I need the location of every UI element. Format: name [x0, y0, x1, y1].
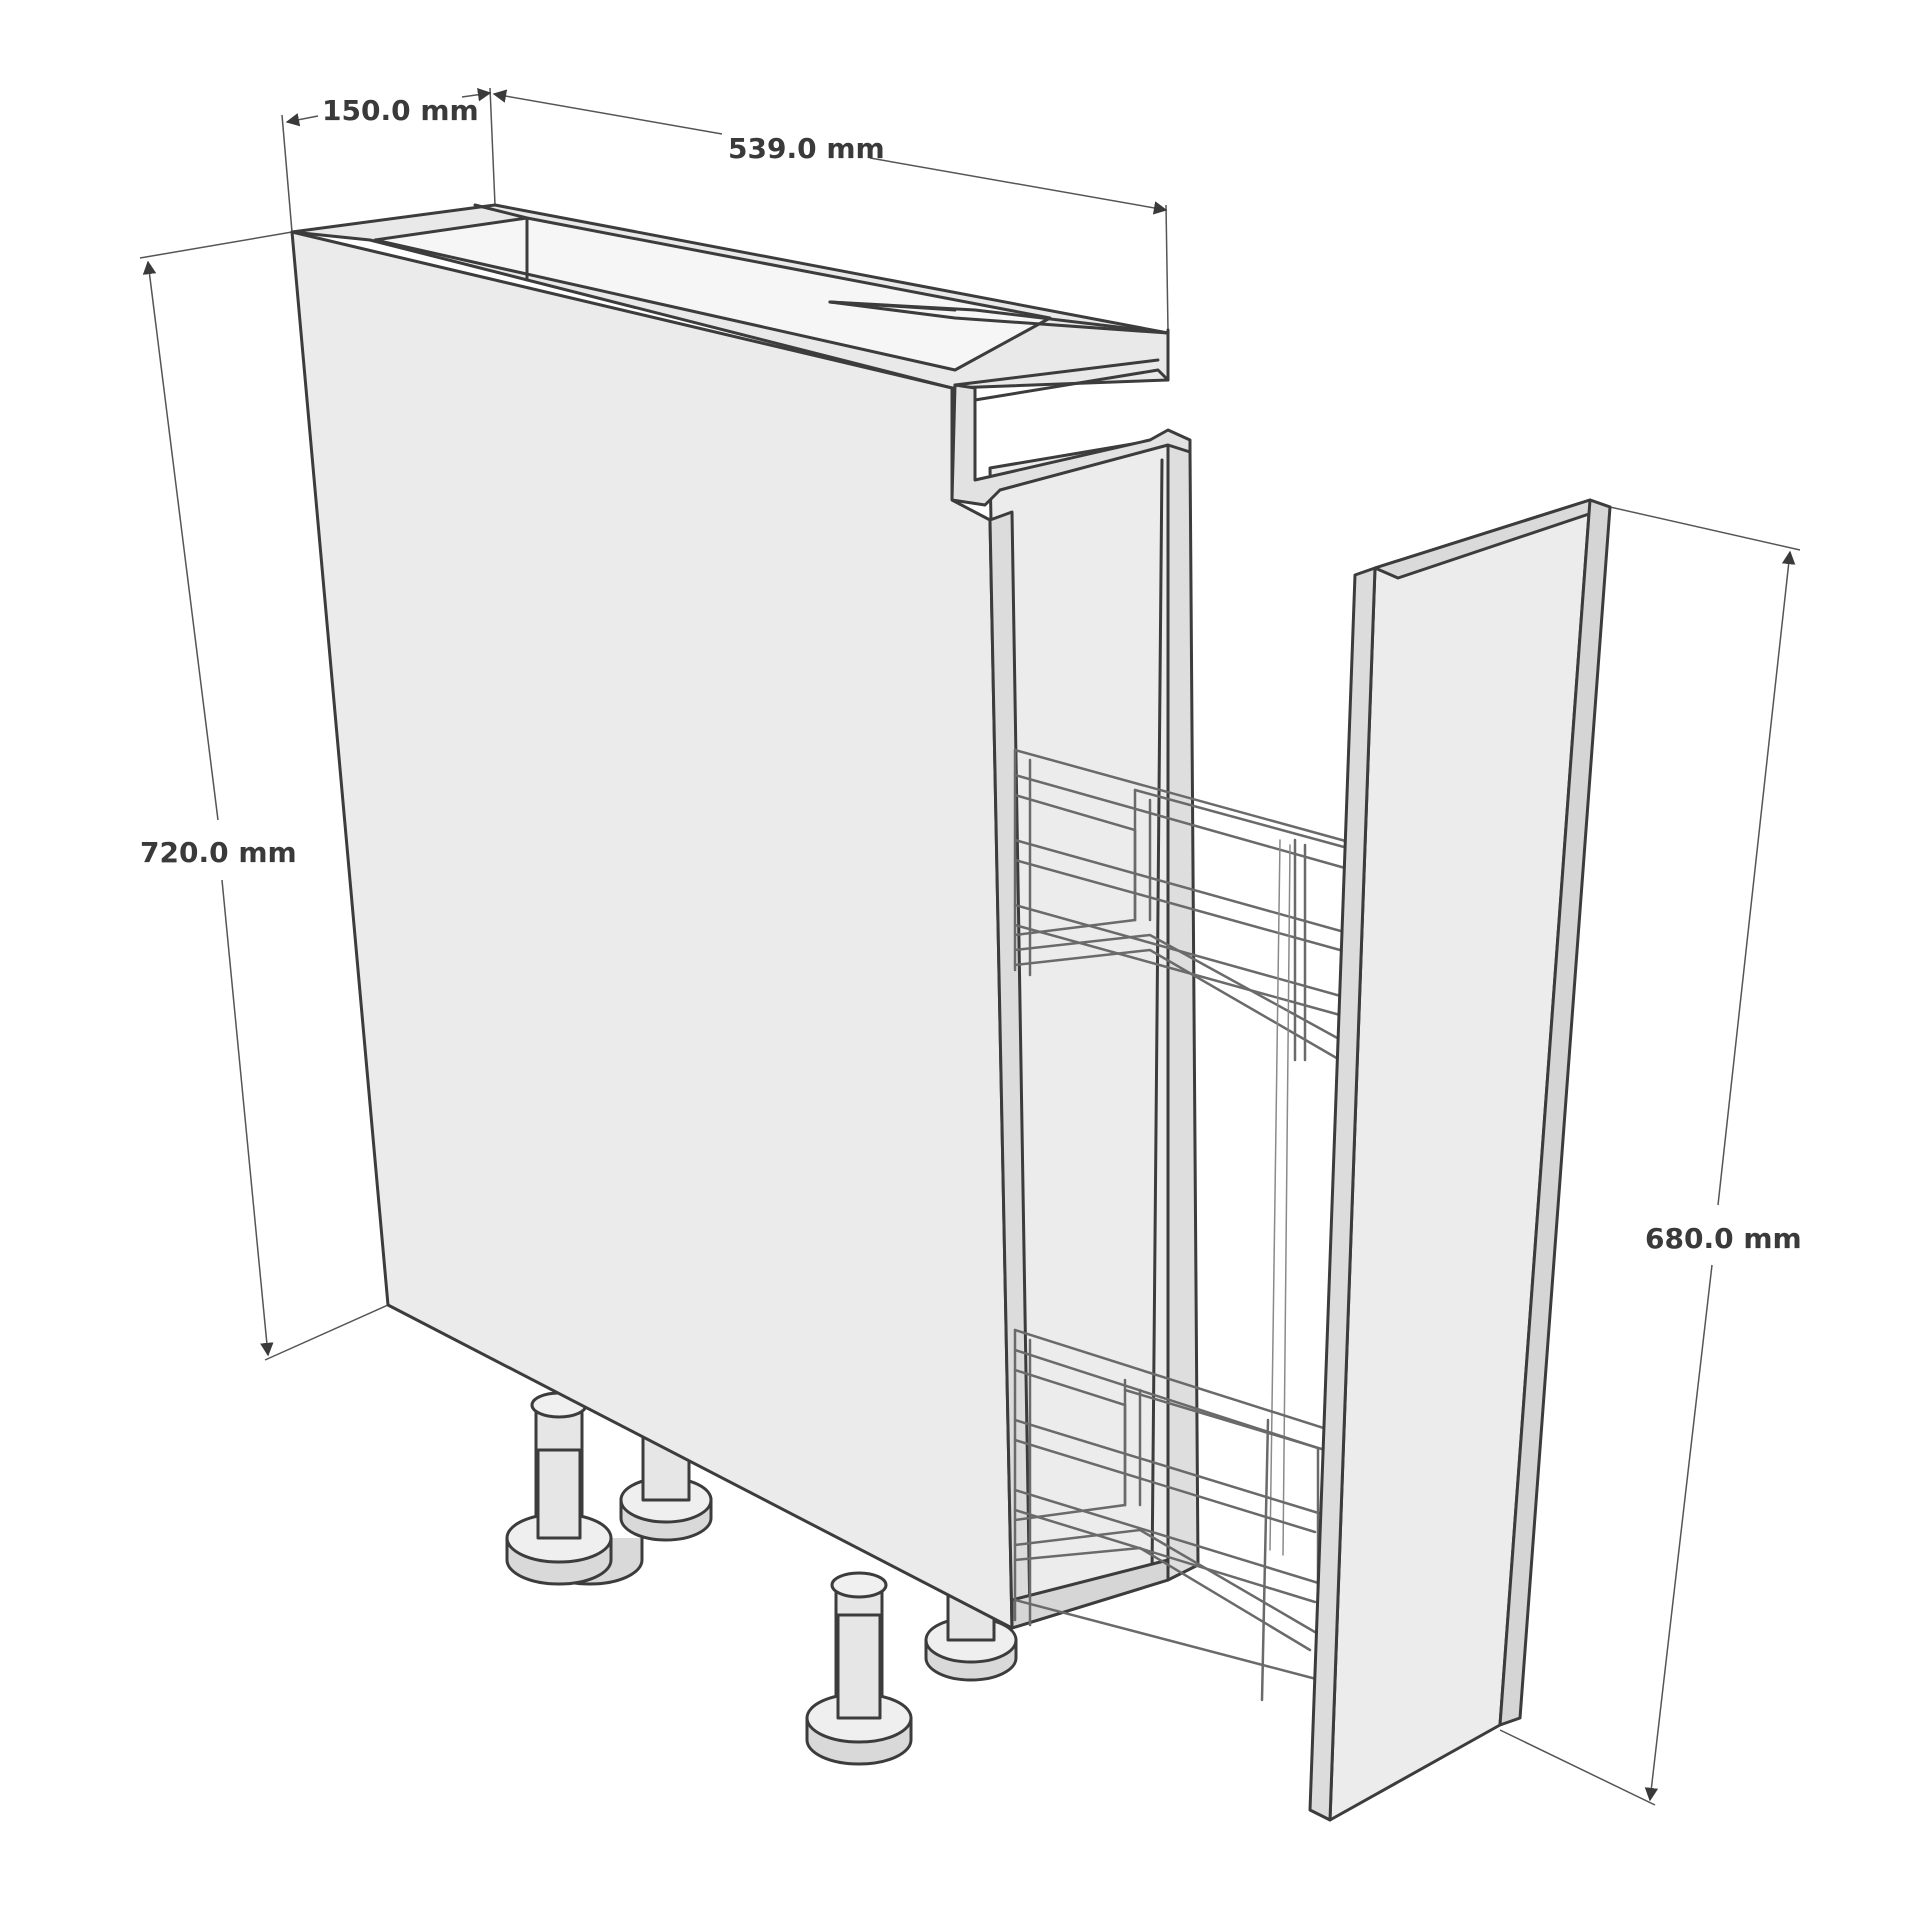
leg-back-right — [924, 1536, 1018, 1682]
width-dimension-label: 150.0 mm — [322, 94, 479, 127]
dimension-lines — [139, 87, 1801, 1806]
door-height-dimension-label: 680.0 mm — [1645, 1222, 1802, 1255]
dimension-labels: 150.0 mm 539.0 mm 720.0 mm 680.0 mm — [140, 94, 1802, 1255]
depth-dimension-label: 539.0 mm — [728, 132, 885, 165]
handle-rail — [950, 383, 1192, 507]
cabinet-carcass — [290, 203, 1200, 1630]
leg-front-right — [805, 1571, 913, 1766]
leg-front-left — [505, 1391, 644, 1586]
height-dimension-label: 720.0 mm — [140, 836, 297, 869]
carcass-side-panel — [290, 230, 1014, 1630]
door-panel — [1308, 498, 1612, 1822]
